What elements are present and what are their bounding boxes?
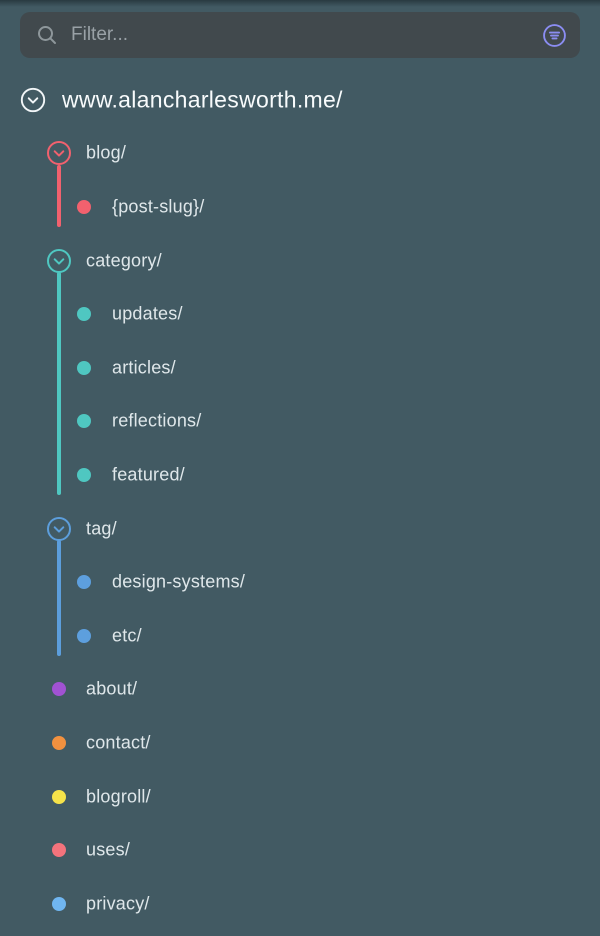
bullet-dot-icon [52,682,66,697]
bullet-dot-icon [52,843,66,858]
sitemap-tree: www.alancharlesworth.me/ blog/ {post-slug… [0,73,600,931]
node-label: privacy/ [86,893,150,914]
bullet-dot-icon [77,199,91,214]
chevron-down-circle-icon[interactable] [20,87,46,113]
filter-bar [20,12,580,58]
tree-item-reflections[interactable]: reflections/ [0,395,600,449]
tree-branch-rail [57,539,61,656]
node-label: articles/ [112,357,176,378]
node-label: about/ [86,678,138,699]
tree-item-category[interactable]: category/ [0,234,600,496]
tree-items: blog/ {post-slug}/ category/updates/articl… [0,127,600,931]
tree-item-blogroll[interactable]: blogroll/ [0,770,600,824]
node-label: {post-slug}/ [112,196,205,217]
filter-options-icon[interactable] [542,23,567,48]
search-icon [35,23,59,47]
bullet-dot-icon [77,628,91,643]
node-label: design-systems/ [112,571,246,592]
bullet-dot-icon [77,414,91,429]
node-label: blog/ [86,142,127,163]
tree-item-contact[interactable]: contact/ [0,716,600,770]
tree-root-row[interactable]: www.alancharlesworth.me/ [0,73,600,127]
bullet-dot-icon [77,467,91,482]
tree-item-design-systems[interactable]: design-systems/ [0,555,600,609]
bullet-dot-icon [77,360,91,375]
node-label: category/ [86,250,162,271]
chevron-down-circle-icon[interactable] [46,248,72,274]
node-label: reflections/ [112,410,202,431]
tree-item-etc[interactable]: etc/ [0,609,600,663]
node-label: uses/ [86,839,131,860]
node-label: contact/ [86,732,151,753]
bullet-dot-icon [77,307,91,322]
tree-item-featured[interactable]: featured/ [0,448,600,502]
tree-item-blog[interactable]: blog/ [0,127,600,228]
chevron-down-circle-icon[interactable] [46,140,72,166]
tree-branch-rail [57,164,61,228]
chevron-down-circle-icon[interactable] [46,516,72,542]
filter-input[interactable] [59,24,542,46]
tree-item-tag[interactable]: tag/ [0,502,600,656]
tree-item-privacy[interactable]: privacy/ [0,877,600,931]
panel-top-shadow [0,0,600,7]
node-label: blogroll/ [86,786,151,807]
tree-item-uses[interactable]: uses/ [0,823,600,877]
bullet-dot-icon [52,896,66,911]
tree-item-articles[interactable]: articles/ [0,341,600,395]
node-label: updates/ [112,303,183,324]
tree-item-updates[interactable]: updates/ [0,287,600,341]
bullet-dot-icon [77,575,91,590]
root-url-label: www.alancharlesworth.me/ [62,86,343,113]
bullet-dot-icon [52,789,66,804]
tree-item-post-slug[interactable]: {post-slug}/ [0,180,600,234]
node-label: tag/ [86,518,117,539]
bullet-dot-icon [52,735,66,750]
node-label: featured/ [112,464,185,485]
node-label: etc/ [112,625,142,646]
tree-branch-rail [57,271,61,496]
tree-item-about[interactable]: about/ [0,663,600,717]
